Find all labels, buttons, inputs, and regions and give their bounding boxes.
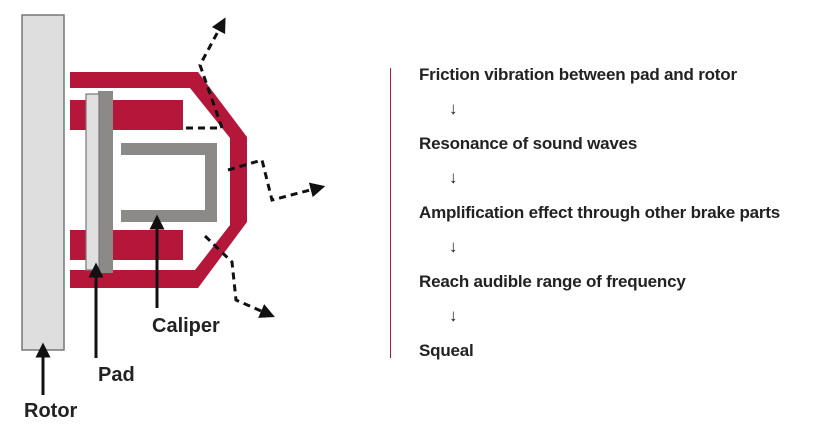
squeal-process-flow: Friction vibration between pad and rotor… — [419, 61, 829, 364]
down-arrow-icon: ↓ — [449, 306, 458, 325]
divider-line — [390, 68, 391, 358]
flow-step: Friction vibration between pad and rotor — [419, 65, 737, 84]
caliper-label: Caliper — [152, 315, 220, 337]
brake-pad — [85, 93, 100, 271]
flow-step: Amplification effect through other brake… — [419, 203, 781, 222]
pad-label: Pad — [98, 364, 135, 386]
flow-step: Resonance of sound waves — [419, 134, 638, 153]
caliper-piston — [121, 143, 217, 222]
sound-wave-arrow-top — [186, 17, 226, 130]
sound-wave-arrow-bottom — [203, 234, 275, 318]
pad-backing-plate — [98, 91, 113, 273]
down-arrow-icon: ↓ — [449, 237, 458, 256]
rotor-disc — [21, 14, 65, 351]
down-arrow-icon: ↓ — [449, 168, 458, 187]
flow-step: Reach audible range of frequency — [419, 272, 686, 291]
down-arrow-icon: ↓ — [449, 99, 458, 118]
caliper-body — [70, 72, 247, 288]
sound-wave-arrow-right — [227, 158, 326, 202]
flow-step: Squeal — [419, 341, 474, 360]
brake-diagram: Caliper Pad Rotor — [21, 14, 326, 422]
rotor-label: Rotor — [24, 400, 78, 422]
